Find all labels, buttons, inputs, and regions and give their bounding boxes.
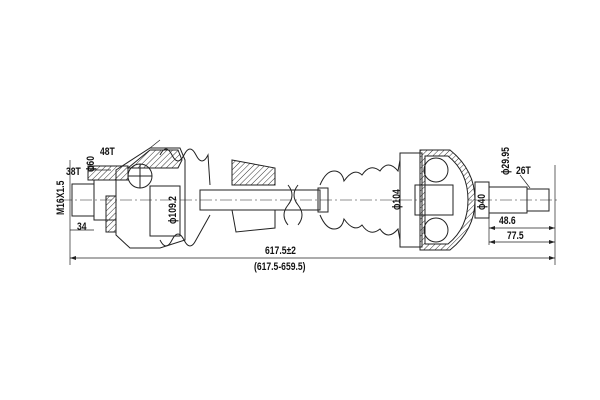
spline-teeth-right-label: 26T bbox=[516, 165, 531, 177]
length-77-label: 77.5 bbox=[507, 230, 524, 242]
overall-range-label: (617.5-659.5) bbox=[254, 261, 306, 273]
length-48-label: 48.6 bbox=[499, 215, 516, 227]
diameter-40-label: ϕ40 bbox=[476, 194, 488, 210]
diameter-104-label: ϕ104 bbox=[391, 189, 403, 210]
overall-length-label: 617.5±2 bbox=[265, 245, 296, 257]
diameter-60-label: ϕ60 bbox=[85, 156, 97, 172]
diameter-29-label: ϕ29.95 bbox=[500, 147, 512, 175]
thread-spec-label: M16X1.5 bbox=[55, 180, 67, 215]
spline-teeth-left-label: 38T bbox=[66, 166, 81, 178]
stub-length-label: 34 bbox=[77, 221, 87, 233]
abs-teeth-label: 48T bbox=[100, 146, 115, 158]
diameter-109-label: ϕ109.2 bbox=[167, 196, 179, 224]
